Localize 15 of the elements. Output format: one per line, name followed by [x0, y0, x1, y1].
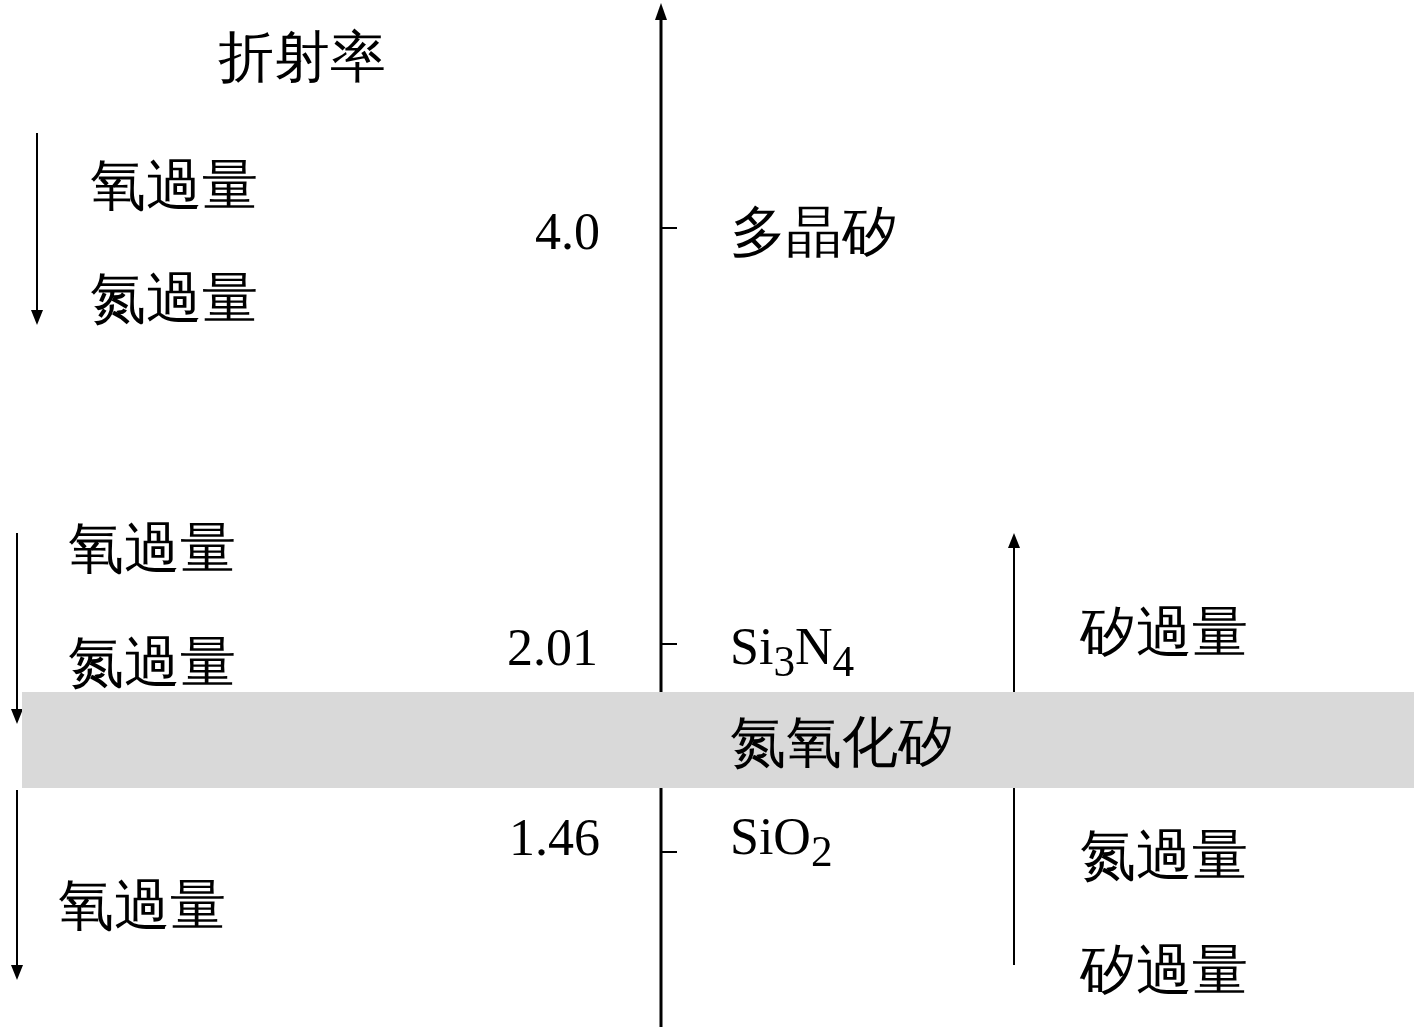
tick-label: 4.0: [535, 206, 600, 258]
material-label: 多晶矽: [730, 204, 898, 260]
trend-label: 氧過量: [58, 877, 226, 933]
tick-label: 2.01: [507, 622, 598, 674]
trend-label: 氧過量: [68, 520, 236, 576]
shaded-band: [22, 692, 1414, 788]
material-label: Si$_{3}$N$_{4}$: [730, 621, 855, 683]
axis-title: 折射率: [218, 29, 386, 85]
material-label: SiO$_{2}$: [730, 811, 833, 873]
band-label: 氮氧化矽: [730, 714, 954, 770]
trend-label: 矽過量: [1080, 942, 1248, 998]
trend-label: 氧過量: [90, 157, 258, 213]
trend-label: 矽過量: [1080, 604, 1248, 660]
tick-label: 1.46: [509, 812, 600, 864]
trend-label: 氮過量: [90, 270, 258, 326]
